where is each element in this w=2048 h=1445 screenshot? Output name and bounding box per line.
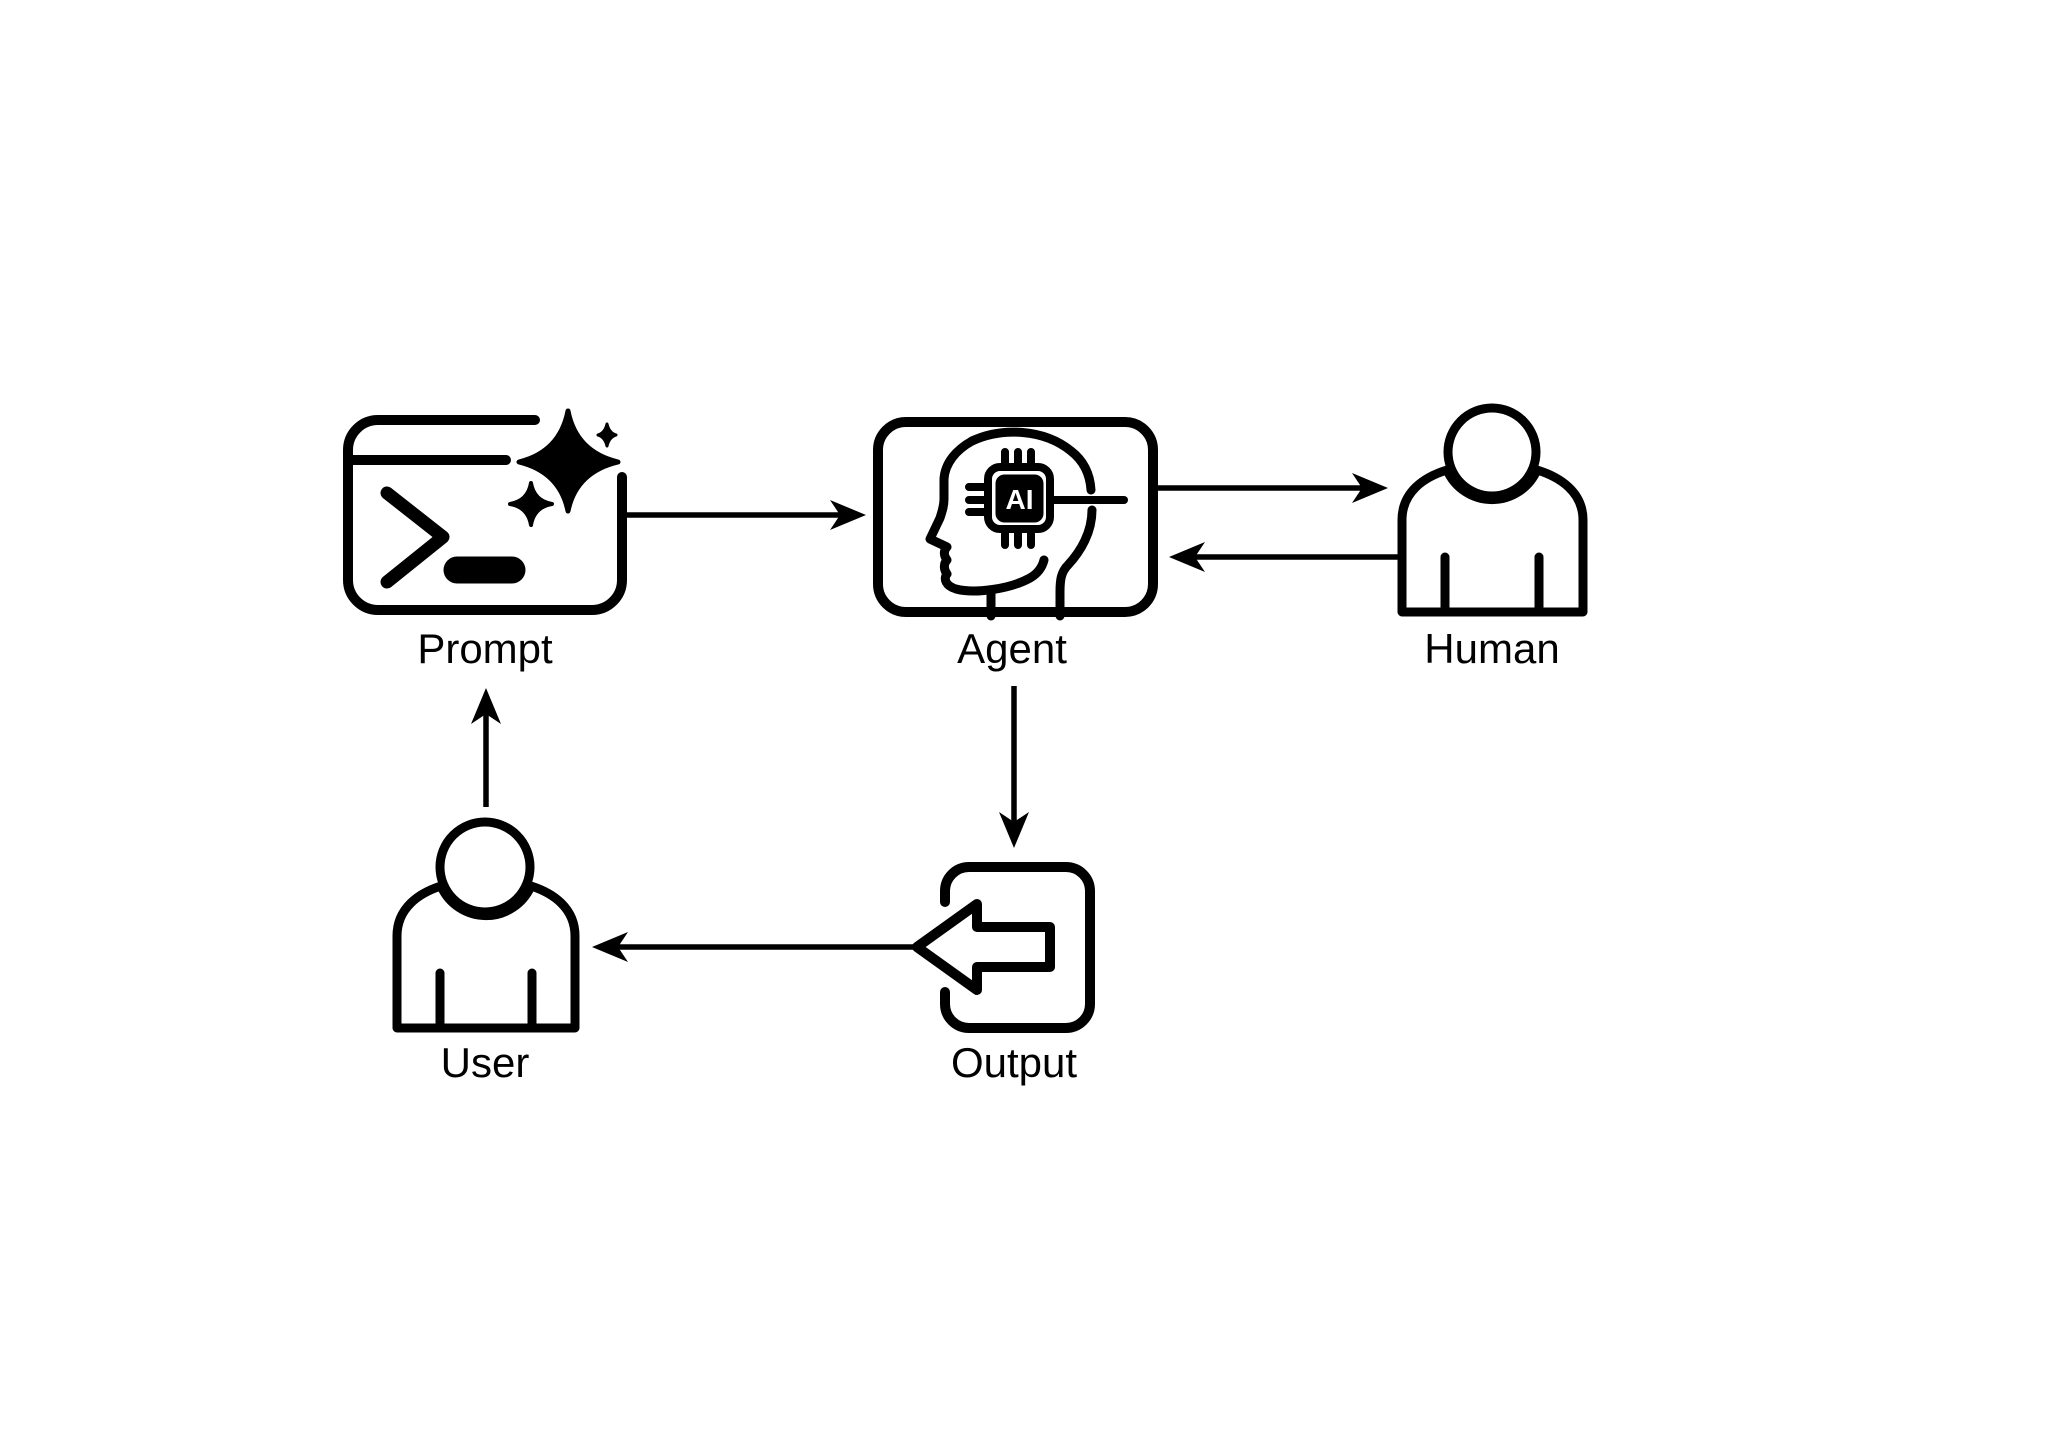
- arrowhead-up-icon: [471, 688, 501, 724]
- edge-agent-to-output: [999, 686, 1029, 848]
- sparkle-small-bottom-icon: [508, 481, 554, 527]
- edge-human-to-agent: [1169, 542, 1402, 572]
- chip-inner-square: [995, 474, 1044, 523]
- terminal-sparkle-icon: [343, 408, 627, 615]
- ai-chip-text: AI: [1006, 484, 1034, 515]
- head-ai-chip-icon: AI: [873, 417, 1158, 621]
- head-skull-line: [967, 427, 1096, 495]
- arrowhead-down-icon: [999, 812, 1029, 848]
- person-icon-human: [1397, 403, 1588, 617]
- agent-box: [873, 417, 1158, 617]
- sparkle-small-top-icon: [596, 422, 618, 448]
- edge-user-to-prompt: [471, 688, 501, 807]
- terminal-chevron-icon: [380, 486, 450, 589]
- terminal-window-frame: [343, 415, 627, 615]
- sparkle-large-icon: [516, 408, 621, 514]
- head-neck-back-line: [1055, 505, 1097, 621]
- output-arrow-glyph: [912, 899, 1055, 995]
- prompt-label: Prompt: [417, 625, 553, 672]
- chip-pins: [965, 448, 1035, 549]
- human-label: Human: [1424, 625, 1560, 672]
- agent-label: Agent: [957, 625, 1067, 672]
- box-arrow-left-icon: [912, 862, 1095, 1033]
- edge-prompt-to-agent: [625, 500, 866, 530]
- output-box-frame: [940, 862, 1095, 1033]
- arrowhead-left-icon: [1169, 542, 1205, 572]
- arrowhead-left-icon: [592, 932, 628, 962]
- person-torso: [1397, 465, 1588, 617]
- arrowhead-right-icon: [1352, 473, 1388, 503]
- edge-agent-to-human: [1154, 473, 1388, 503]
- chip-outer-frame: [984, 463, 1054, 533]
- person-torso: [392, 881, 580, 1033]
- output-label: Output: [950, 1039, 1078, 1086]
- user-label: User: [440, 1039, 530, 1086]
- head-face-profile-line: [925, 436, 1049, 596]
- person-icon-user: [392, 817, 580, 1033]
- arrowhead-right-icon: [830, 500, 866, 530]
- person-arm-lines: [435, 968, 537, 1033]
- edge-output-to-user: [592, 932, 916, 962]
- person-arm-lines: [1440, 552, 1544, 617]
